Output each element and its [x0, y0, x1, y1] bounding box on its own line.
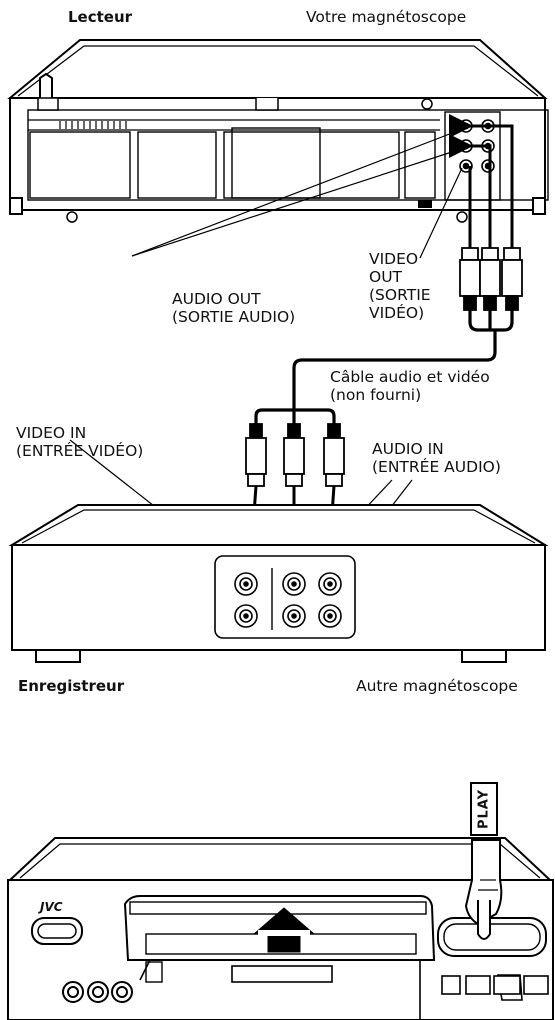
play-button-label: PLAY [477, 789, 492, 829]
recorder-cable-plugs [246, 424, 344, 486]
audio-video-cable [256, 310, 512, 424]
audio-out-label: AUDIO OUT (SORTIE AUDIO) [172, 290, 295, 326]
your-vcr-label: Votre magnétoscope [306, 8, 466, 26]
player-title: Lecteur [68, 8, 132, 26]
brand-logo: JVC [40, 898, 63, 916]
recorder-title: Enregistreur [18, 677, 124, 695]
play-button: PLAY [470, 782, 498, 836]
other-vcr-label: Autre magnétoscope [356, 677, 518, 695]
recorder-vcr-rear [12, 505, 545, 662]
cable-label: Câble audio et vidéo (non fourni) [330, 368, 490, 404]
video-in-label: VIDEO IN (ENTRÉE VIDÉO) [16, 424, 143, 460]
player-cable-plugs [460, 248, 522, 310]
audio-in-label: AUDIO IN (ENTRÉE AUDIO) [372, 440, 501, 476]
video-out-label: VIDEO OUT (SORTIE VIDÉO) [369, 250, 431, 322]
